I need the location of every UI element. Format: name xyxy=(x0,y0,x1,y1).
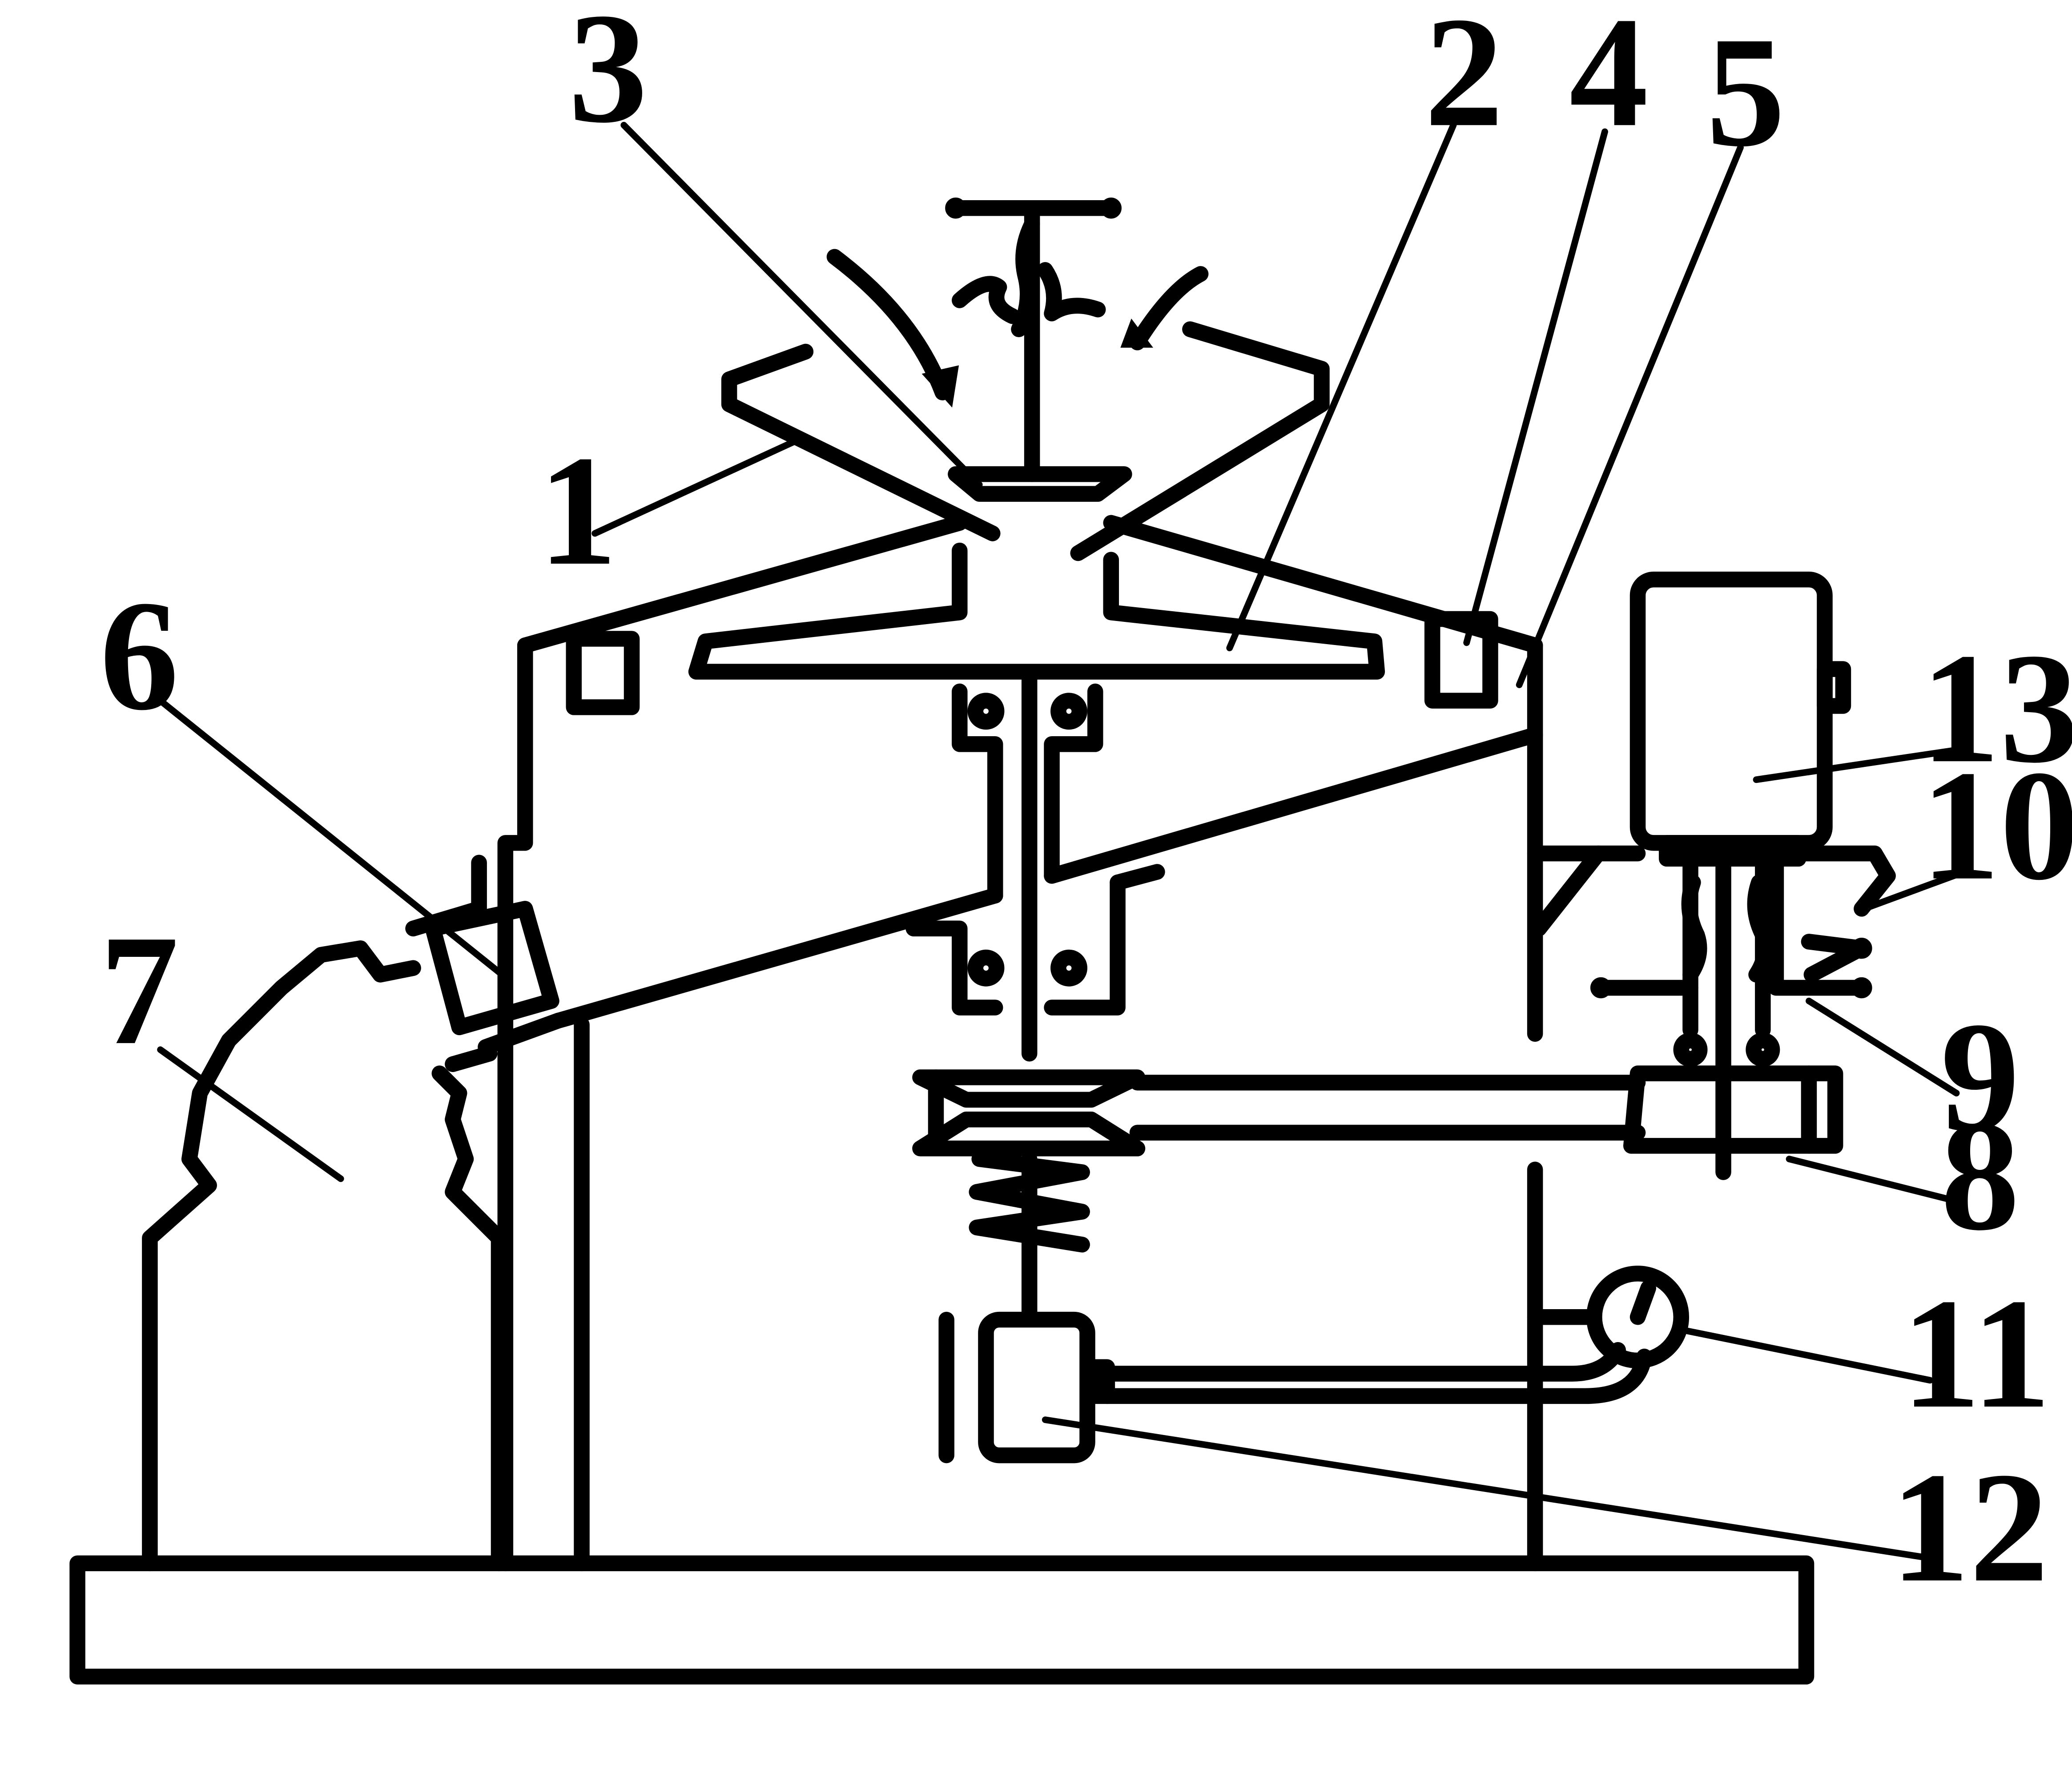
feed-distributor-cone xyxy=(948,466,1132,502)
callout-8: 8 xyxy=(1941,1088,2020,1263)
feed-rod-wing-right xyxy=(1037,262,1106,322)
tension-knob-upper xyxy=(1851,938,1872,959)
roof-rib-left xyxy=(566,631,640,715)
drive-pulley xyxy=(1623,1065,1843,1154)
tension-arm xyxy=(1768,855,1870,996)
driven-pulley-bottom xyxy=(912,1111,1146,1157)
callout-9: 9 xyxy=(1941,989,2020,1164)
leader-1 xyxy=(591,438,799,537)
lower-bearing-bolt-left xyxy=(967,949,1005,987)
callout-4: 4 xyxy=(1569,0,1649,159)
leader-10 xyxy=(1861,868,1968,912)
collection-bag-right xyxy=(431,1065,507,1572)
discharge-outlet xyxy=(425,901,559,1036)
callout-1: 1 xyxy=(538,423,617,598)
lower-bearing-left xyxy=(905,920,1003,1016)
feed-handle-knob-right xyxy=(1100,198,1122,219)
lower-bearing-bolt-right xyxy=(1050,949,1087,987)
motor-terminal-box xyxy=(1817,661,1851,714)
base-plate xyxy=(69,1555,1815,1685)
callout-12: 12 xyxy=(1891,1439,2048,1615)
callout-13: 13 xyxy=(1921,620,2072,795)
leader-12 xyxy=(1042,1416,1924,1560)
leader-2 xyxy=(1226,121,1457,652)
leader-6 xyxy=(157,697,509,981)
callout-10: 10 xyxy=(1921,738,2072,913)
upper-bearing-left xyxy=(952,683,1003,904)
feed-arrowhead-right xyxy=(1120,319,1154,348)
lower-bearing-right xyxy=(1044,874,1126,1016)
callout-2: 2 xyxy=(1424,0,1504,159)
callout-7: 7 xyxy=(100,902,179,1077)
leader-9 xyxy=(1806,997,1960,1097)
upper-bearing-bolt-right xyxy=(1050,693,1087,730)
discharge-outlet-flange-top xyxy=(405,855,487,937)
leader-8 xyxy=(1786,1156,1960,1205)
feed-rod-thread xyxy=(1011,216,1040,337)
collection-bag-left xyxy=(142,940,421,1572)
motor-bracket-brace xyxy=(1531,845,1606,937)
adjust-handle-knob xyxy=(1590,977,1612,999)
tension-knob-lower xyxy=(1851,977,1872,999)
leader-13 xyxy=(1753,745,1973,783)
motor-body xyxy=(1629,571,1833,851)
callout-5: 5 xyxy=(1706,4,1786,179)
leader-7 xyxy=(157,1046,344,1182)
hopper-right xyxy=(1070,321,1330,561)
leader-5 xyxy=(1516,144,1744,688)
upper-bearing-right xyxy=(1044,683,1103,884)
adjust-nut-left xyxy=(1673,1032,1708,1067)
shaft-spring xyxy=(969,1151,1090,1253)
feed-handle-knob-left xyxy=(945,198,966,219)
discharge-chute-edge xyxy=(478,1012,566,1055)
discharge-floor-lower xyxy=(550,887,1003,1029)
callout-11: 11 xyxy=(1902,1266,2051,1441)
feed-rod-wing-left xyxy=(952,276,1020,324)
leader-11 xyxy=(1680,1326,1934,1384)
leader-3 xyxy=(620,121,983,488)
roof-rib-right xyxy=(1424,611,1498,709)
tension-clamp xyxy=(1790,845,1896,917)
callout-3: 3 xyxy=(568,0,648,155)
discharge-floor-upper xyxy=(1044,727,1543,884)
adjust-nut-right xyxy=(1746,1032,1780,1067)
callout-6: 6 xyxy=(100,568,179,743)
housing-left-wall xyxy=(497,637,533,1572)
upper-bearing-bolt-left xyxy=(967,693,1005,730)
feed-arrow-right xyxy=(1129,266,1209,351)
feed-arrow-left xyxy=(826,249,951,401)
hopper-left xyxy=(721,343,1001,541)
discharge-outlet-flange-bottom xyxy=(445,1045,498,1072)
housing-roof-left xyxy=(517,515,968,653)
hydraulic-cylinder xyxy=(978,1311,1095,1464)
driven-pulley-top xyxy=(912,1069,1146,1108)
pressure-gauge-needle xyxy=(1629,1280,1657,1325)
leader-4 xyxy=(1463,128,1608,646)
feed-arrowhead-left xyxy=(921,365,959,408)
